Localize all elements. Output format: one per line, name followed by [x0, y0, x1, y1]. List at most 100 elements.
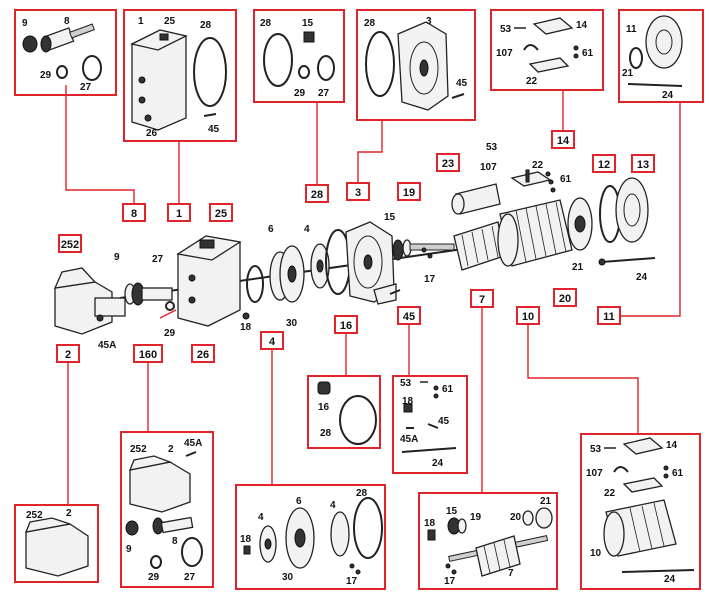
label-g2-2: 28	[200, 20, 212, 31]
callout-frame-4	[235, 484, 386, 590]
label-g12-2: 4	[330, 500, 336, 511]
label-g13-6: 7	[508, 568, 514, 579]
label-53: 53	[486, 142, 498, 153]
label-g5-4: 22	[526, 76, 538, 87]
callout-group-1: 1 25 28 26 45	[130, 16, 227, 139]
callout-frame-11	[618, 9, 704, 103]
label-g2-4: 45	[208, 124, 220, 135]
callout-group-4: 4 6 4 28 18 30 17	[240, 488, 383, 587]
label-g5-3: 61	[582, 48, 594, 59]
main-assembly	[53, 169, 656, 335]
label-g10-0: 252	[26, 510, 43, 521]
label-g9-0: 53	[590, 444, 602, 455]
callout-frame-1	[123, 9, 237, 142]
callout-frame-7	[418, 492, 558, 590]
label-g12-6: 17	[346, 576, 358, 587]
tag-1: 1	[176, 208, 182, 220]
label-g12-3: 28	[356, 488, 368, 499]
label-g3-3: 27	[318, 88, 330, 99]
tag-3: 3	[355, 187, 361, 199]
tag-8: 8	[131, 208, 137, 220]
label-g13-0: 18	[424, 518, 436, 529]
callout-frame-8	[14, 9, 117, 96]
label-g9-1: 14	[666, 440, 678, 451]
label-18: 18	[240, 322, 252, 333]
label-g11-0: 252	[130, 444, 147, 455]
label-g2-1: 25	[164, 16, 176, 27]
label-g2-0: 1	[138, 16, 144, 27]
tag-7: 7	[479, 294, 485, 306]
callout-frame-160	[120, 431, 214, 588]
label-g6-0: 11	[626, 24, 637, 35]
label-g9-5: 10	[590, 548, 602, 559]
main-tags: 252 8 1 25 28 3 19 23 12 13 14 2 160 26 …	[56, 130, 655, 363]
label-g11-4: 8	[172, 536, 178, 547]
label-22: 22	[532, 160, 544, 171]
label-g8-0: 53	[400, 378, 412, 389]
callout-group-28: 28 15 29 27	[260, 18, 335, 99]
label-29: 29	[164, 328, 176, 339]
label-g11-1: 2	[168, 444, 174, 455]
label-g12-4: 18	[240, 534, 252, 545]
tag-4: 4	[269, 336, 276, 348]
callout-frame-10	[580, 433, 701, 590]
label-g8-3: 45	[438, 416, 450, 427]
tag-160: 160	[139, 349, 157, 361]
label-27: 27	[152, 254, 164, 265]
callout-group-3: 28 3 45	[364, 16, 468, 111]
tag-12: 12	[598, 159, 610, 171]
label-g9-2: 107	[586, 468, 603, 479]
label-g11-5: 29	[148, 572, 160, 583]
label-107: 107	[480, 162, 497, 173]
callout-frame-14	[490, 9, 604, 91]
tag-11: 11	[603, 311, 615, 323]
label-g13-4: 20	[510, 512, 522, 523]
label-g4-2: 45	[456, 78, 468, 89]
label-g13-5: 17	[444, 576, 456, 587]
label-21: 21	[572, 262, 584, 273]
label-g12-5: 30	[282, 572, 294, 583]
label-g7-1: 28	[320, 428, 332, 439]
label-g3-1: 15	[302, 18, 314, 29]
tag-252: 252	[61, 239, 79, 251]
callout-frame-3	[356, 9, 476, 121]
label-g7-0: 16	[318, 402, 330, 413]
tag-23: 23	[442, 158, 454, 170]
label-g9-4: 22	[604, 488, 616, 499]
tag-13: 13	[637, 159, 649, 171]
label-9: 9	[114, 252, 120, 263]
label-g2-3: 26	[146, 128, 158, 139]
callout-group-45: 53 61 18 45 45A 24	[400, 378, 457, 469]
label-g1-0: 9	[22, 18, 28, 29]
label-g1-2: 29	[40, 70, 52, 81]
callout-group-2: 252 2	[24, 508, 89, 577]
label-g8-5: 24	[432, 458, 444, 469]
label-g5-1: 14	[576, 20, 588, 31]
label-g13-1: 15	[446, 506, 458, 517]
label-g9-6: 24	[664, 574, 676, 585]
tag-28: 28	[311, 189, 323, 201]
label-g10-1: 2	[66, 508, 72, 519]
callout-frame-16	[307, 375, 381, 449]
label-g11-3: 9	[126, 544, 132, 555]
label-g12-0: 4	[258, 512, 264, 523]
callout-group-11: 11 21 24	[622, 15, 683, 101]
label-g13-3: 21	[540, 496, 552, 507]
label-g8-2: 18	[402, 396, 414, 407]
label-g11-2: 45A	[184, 438, 202, 449]
label-4: 4	[304, 224, 310, 235]
label-g4-1: 3	[426, 16, 432, 27]
label-g6-2: 24	[662, 90, 674, 101]
callout-frame-45	[392, 375, 468, 474]
label-g4-0: 28	[364, 18, 376, 29]
label-17: 17	[424, 274, 436, 285]
callout-group-160: 252 2 45A 9 8 29 27	[125, 438, 203, 583]
tag-19: 19	[403, 187, 415, 199]
label-30: 30	[286, 318, 298, 329]
label-g13-2: 19	[470, 512, 482, 523]
callout-group-7: 18 15 19 21 20 17 7	[424, 496, 553, 587]
label-g12-1: 6	[296, 496, 302, 507]
label-6: 6	[268, 224, 274, 235]
callout-group-14: 53 14 107 61 22	[496, 17, 594, 87]
main-labels: 9 27 29 45A 18 6 30 4 15 17 22 53 107 61…	[98, 142, 648, 351]
